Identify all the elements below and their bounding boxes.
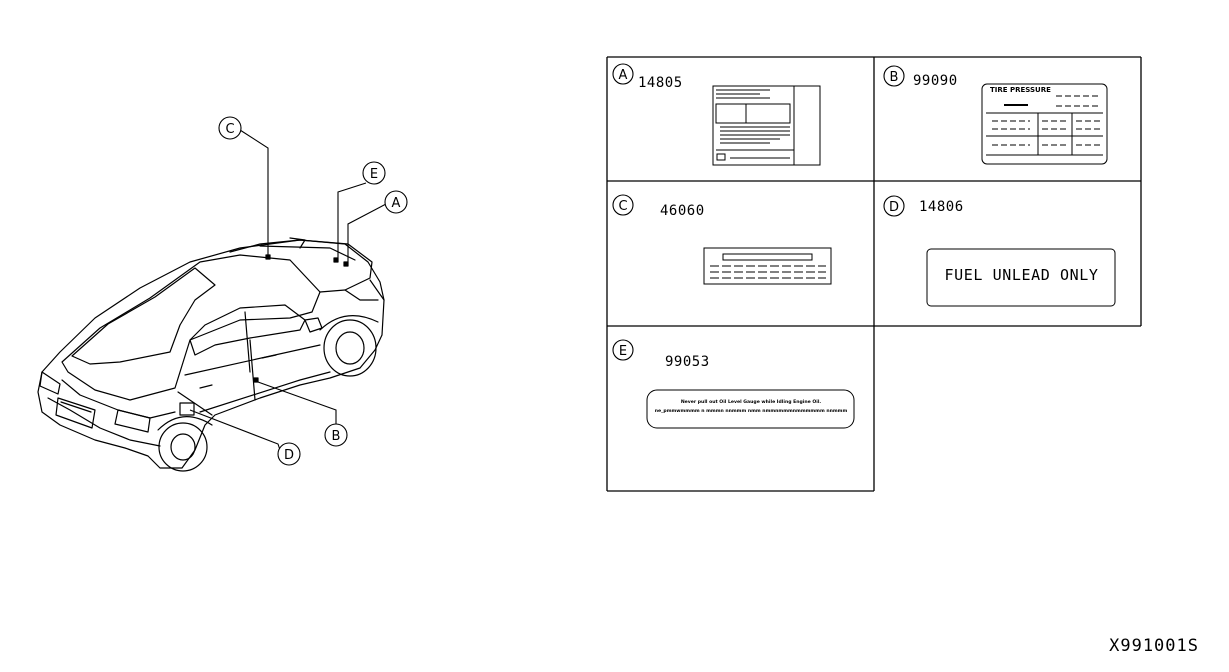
oil-label-line1: Never pull out Oil Level Gauge while Idl…: [680, 400, 822, 405]
cell-letter: D: [889, 200, 899, 215]
callout-letter: A: [392, 196, 401, 211]
callout-A: A: [384, 190, 408, 214]
diagram-code: X991001S: [1109, 636, 1199, 656]
cell-D: D 14806: [883, 195, 1116, 307]
label-E-illustration: [646, 389, 855, 429]
label-D-illustration: [926, 248, 1116, 307]
leader-lines: [189, 129, 387, 451]
callout-letter: C: [225, 122, 234, 137]
oil-label-line2: ne_pmmwmmmm n mmmn nnmmm nmm nmmnmmmnmmm…: [654, 409, 848, 414]
part-number: 99090: [913, 73, 958, 89]
cell-C: C 46060: [612, 194, 832, 285]
cell-letter: A: [619, 68, 628, 83]
part-number: 14806: [919, 199, 964, 215]
cell-letter: E: [619, 344, 627, 359]
part-number: 14805: [638, 75, 683, 91]
oil-label-text: Never pull out Oil Level Gauge while Idl…: [650, 398, 852, 416]
fuel-label-text: FUEL UNLEAD ONLY: [944, 266, 1099, 284]
callout-letter: B: [332, 429, 341, 444]
cell-letter: C: [618, 199, 627, 214]
label-C-illustration: [703, 247, 832, 285]
callout-letter: E: [370, 167, 378, 182]
part-number: 99053: [665, 354, 710, 370]
callout-B: B: [324, 423, 348, 447]
cell-A: A 14805: [612, 63, 821, 166]
cell-E: E 99053: [612, 339, 855, 429]
tire-pressure-heading: TIRE PRESSURE: [990, 86, 1051, 94]
callout-C: C: [218, 116, 242, 140]
part-number: 46060: [660, 203, 705, 219]
cell-letter: B: [890, 70, 899, 85]
callout-D: D: [277, 442, 301, 466]
label-table: [606, 56, 1142, 492]
label-A-illustration: [712, 85, 821, 166]
callout-letter: D: [284, 448, 294, 463]
label-B-illustration: [981, 83, 1108, 165]
callout-E: E: [362, 161, 386, 185]
car-illustration: [37, 237, 385, 472]
cell-B: B 99090: [883, 65, 1108, 165]
